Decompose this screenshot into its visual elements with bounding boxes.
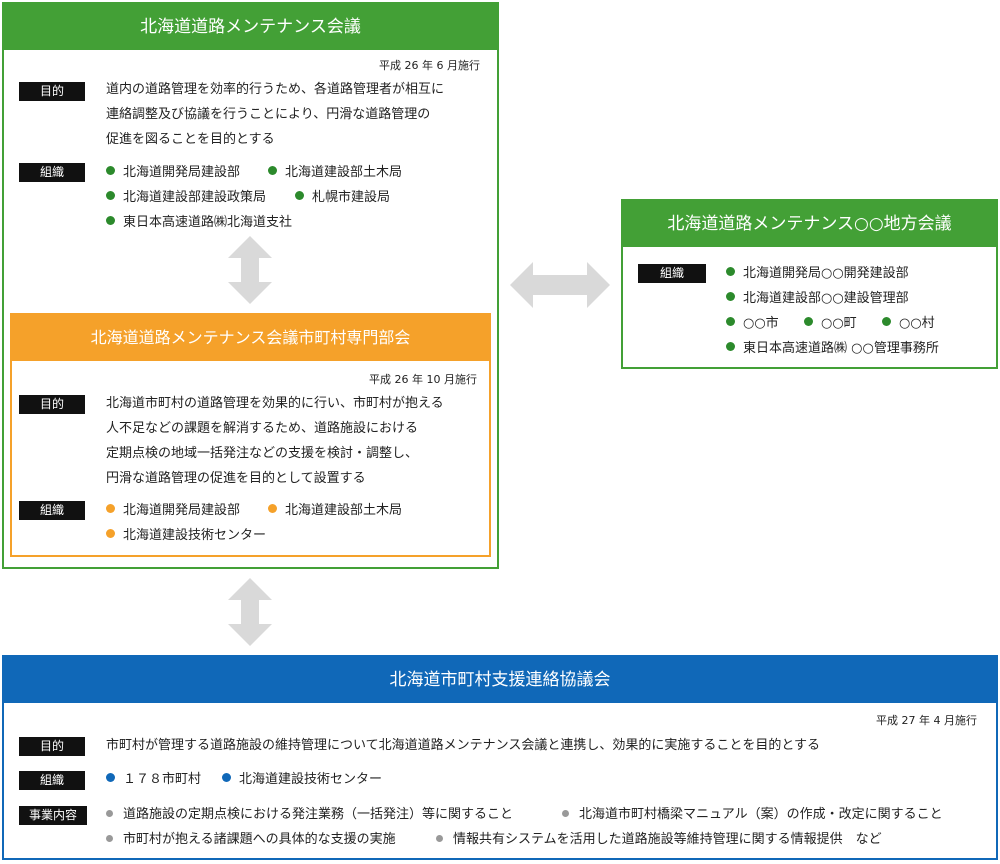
bullet-icon	[726, 292, 735, 301]
hokkaido-council-purpose-line: 連絡調整及び協議を行うことにより、円滑な道路管理の	[106, 107, 431, 122]
liaison-council-enforced: 平成 27 年 4 月施行	[876, 714, 977, 727]
liaison-council-purpose: 市町村が管理する道路施設の維持管理について北海道道路メンテナンス会議と連携し、効…	[106, 738, 820, 753]
bullet-icon	[268, 166, 277, 175]
bullet-icon	[804, 317, 813, 326]
business-item: 北海道市町村橋梁マニュアル（案）の作成・改定に関すること	[562, 806, 943, 824]
org-item: 北海道建設技術センター	[106, 527, 266, 545]
org-item: 北海道開発局建設部	[106, 164, 240, 182]
bullet-icon	[106, 191, 115, 200]
bullet-icon	[295, 191, 304, 200]
liaison-council-purpose-tag: 目的	[19, 737, 85, 756]
org-item: 北海道建設技術センター	[222, 771, 382, 789]
hokkaido-council-org-tag: 組織	[19, 163, 85, 182]
regional-council-title: 北海道道路メンテナンス○○地方会議	[623, 201, 996, 247]
liaison-council-box: 北海道市町村支援連絡協議会	[2, 655, 998, 860]
org-item: 北海道建設部○○建設管理部	[726, 290, 909, 308]
org-item: 北海道建設部土木局	[268, 502, 402, 520]
business-item: 市町村が抱える諸課題への具体的な支援の実施	[106, 831, 396, 849]
municipal-subcommittee-title: 北海道道路メンテナンス会議市町村専門部会	[12, 315, 489, 361]
hokkaido-council-title: 北海道道路メンテナンス会議	[4, 4, 497, 50]
org-item: 札幌市建設局	[295, 189, 390, 207]
liaison-council-title: 北海道市町村支援連絡協議会	[4, 657, 996, 703]
liaison-council-business-tag: 事業内容	[19, 806, 87, 825]
double-arrow-icon	[228, 236, 272, 304]
municipal-subcommittee-enforced: 平成 26 年 10 月施行	[369, 373, 477, 386]
hokkaido-council-enforced: 平成 26 年 6 月施行	[379, 59, 480, 72]
org-item: 東日本高速道路㈱北海道支社	[106, 214, 292, 232]
municipal-subcommittee-org-tag: 組織	[19, 501, 85, 520]
org-item: 北海道開発局○○開発建設部	[726, 265, 909, 283]
bullet-icon	[726, 317, 735, 326]
org-item: １７８市町村	[106, 771, 201, 789]
municipal-subcommittee-purpose-tag: 目的	[19, 395, 85, 414]
bullet-icon	[106, 835, 113, 842]
org-item: ○○村	[882, 315, 935, 333]
bullet-icon	[882, 317, 891, 326]
bullet-icon	[106, 504, 115, 513]
regional-council-org-tag: 組織	[638, 264, 706, 283]
bullet-icon	[268, 504, 277, 513]
bullet-icon	[106, 529, 115, 538]
bullet-icon	[726, 267, 735, 276]
regional-council-box: 北海道道路メンテナンス○○地方会議	[621, 199, 998, 369]
org-item: 北海道建設部建設政策局	[106, 189, 266, 207]
hokkaido-council-purpose-line: 道内の道路管理を効率的行うため、各道路管理者が相互に	[106, 82, 445, 97]
bullet-icon	[106, 773, 115, 782]
bullet-icon	[106, 166, 115, 175]
municipal-subcommittee-purpose-line: 北海道市町村の道路管理を効果的に行い、市町村が抱える	[106, 396, 444, 411]
municipal-subcommittee-box: 北海道道路メンテナンス会議市町村専門部会	[10, 313, 491, 557]
bullet-icon	[222, 773, 231, 782]
bullet-icon	[562, 810, 569, 817]
municipal-subcommittee-purpose-line: 人不足などの課題を解消するため、道路施設における	[106, 421, 419, 436]
business-item: 情報共有システムを活用した道路施設等維持管理に関する情報提供 など	[436, 831, 882, 849]
municipal-subcommittee-purpose-line: 定期点検の地域一括発注などの支援を検討・調整し、	[106, 446, 419, 461]
bullet-icon	[726, 342, 735, 351]
hokkaido-council-purpose-tag: 目的	[19, 82, 85, 101]
org-item: 北海道開発局建設部	[106, 502, 240, 520]
bullet-icon	[106, 810, 113, 817]
org-item: ○○市	[726, 315, 779, 333]
business-item: 道路施設の定期点検における発注業務（一括発注）等に関すること	[106, 806, 513, 824]
double-arrow-icon	[228, 578, 272, 646]
org-item: 北海道建設部土木局	[268, 164, 402, 182]
hokkaido-council-purpose-line: 促進を図ることを目的とする	[106, 132, 275, 147]
double-arrow-icon	[510, 262, 610, 308]
municipal-subcommittee-purpose-line: 円滑な道路管理の促進を目的として設置する	[106, 471, 366, 486]
bullet-icon	[106, 216, 115, 225]
bullet-icon	[436, 835, 443, 842]
org-item: 東日本高速道路㈱ ○○管理事務所	[726, 340, 939, 358]
liaison-council-org-tag: 組織	[19, 771, 85, 790]
org-item: ○○町	[804, 315, 857, 333]
